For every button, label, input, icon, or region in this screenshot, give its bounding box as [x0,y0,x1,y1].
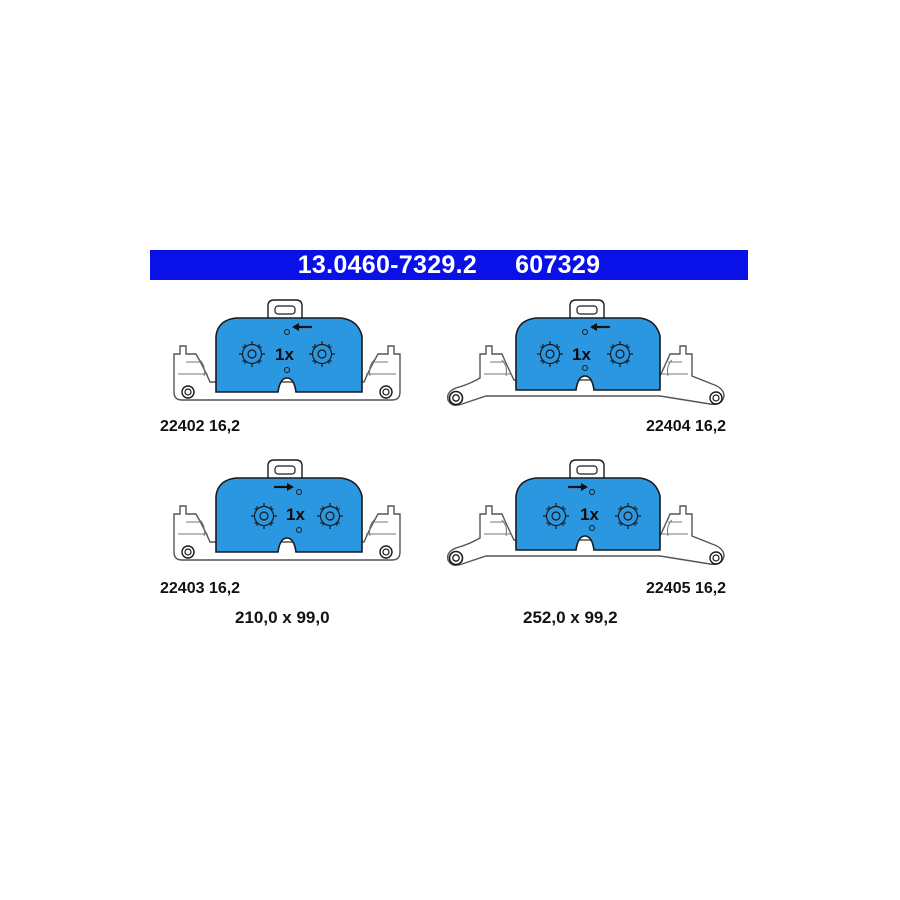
friction-material [515,317,661,391]
part-number: 13.0460-7329.2 [297,250,478,279]
quantity-label: 1x [286,505,305,524]
friction-material [215,477,363,553]
brake-pad-drawing: 1x [446,299,725,407]
pad-label: 22403 16,2 [160,580,241,597]
wear-indicator-tab [569,459,605,482]
part-number-banner: 13.0460-7329.2 607329 [150,250,748,280]
brake-pad-drawing: 1x [173,299,401,401]
brake-pad-drawing: 1x [173,459,401,561]
pad-label: 22402 16,2 [160,418,241,435]
friction-material [515,477,661,551]
brake-pad-drawing: 1x [446,459,725,567]
quantity-label: 1x [275,345,294,364]
brake-pad-22404: 1x [442,296,732,416]
pad-label: 22405 16,2 [646,580,727,597]
dimension-left: 210,0 x 99,0 [235,608,330,627]
arrow-right-icon [568,483,588,491]
brake-pad-22403: 1x [156,456,418,576]
arrow-right-icon [274,483,294,491]
brake-pad-22402: 1x [156,296,418,416]
brake-pad-22405: 1x [442,456,732,576]
friction-material [215,317,363,393]
arrow-left-icon [590,323,610,331]
quantity-label: 1x [572,345,591,364]
wear-indicator-tab [267,299,303,322]
quantity-label: 1x [580,505,599,524]
wear-indicator-tab [267,459,303,482]
dimension-right: 252,0 x 99,2 [523,608,618,627]
wear-indicator-tab [569,299,605,322]
pad-label: 22404 16,2 [646,418,727,435]
arrow-left-icon [292,323,312,331]
reference-number: 607329 [515,250,601,279]
